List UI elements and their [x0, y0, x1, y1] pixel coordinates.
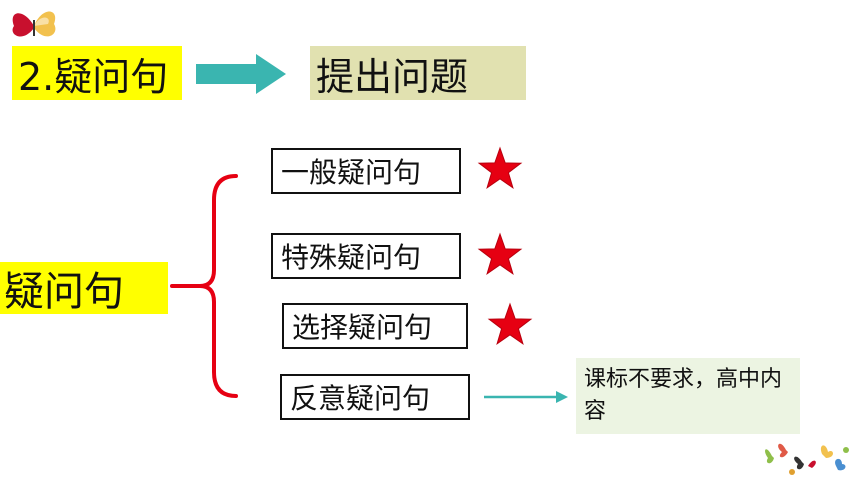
type-box-special: 特殊疑问句 [271, 233, 461, 279]
header-arrow [196, 54, 286, 94]
butterfly-decoration-icon [765, 443, 849, 475]
type-box-alternative: 选择疑问句 [282, 303, 468, 349]
type-box-general: 一般疑问句 [271, 148, 461, 194]
root-label: 疑问句 [0, 262, 168, 315]
star-icon [487, 302, 533, 346]
note-arrow [484, 391, 568, 403]
star-icon [477, 146, 523, 190]
section-goal: 提出问题 [310, 46, 526, 100]
star-icon [477, 232, 523, 276]
section-title: 2.疑问句 [12, 46, 182, 100]
note-box: 课标不要求，高中内容 [576, 358, 800, 434]
red-brace [170, 174, 238, 398]
butterfly-icon [12, 11, 56, 37]
type-box-tag: 反意疑问句 [280, 374, 470, 420]
